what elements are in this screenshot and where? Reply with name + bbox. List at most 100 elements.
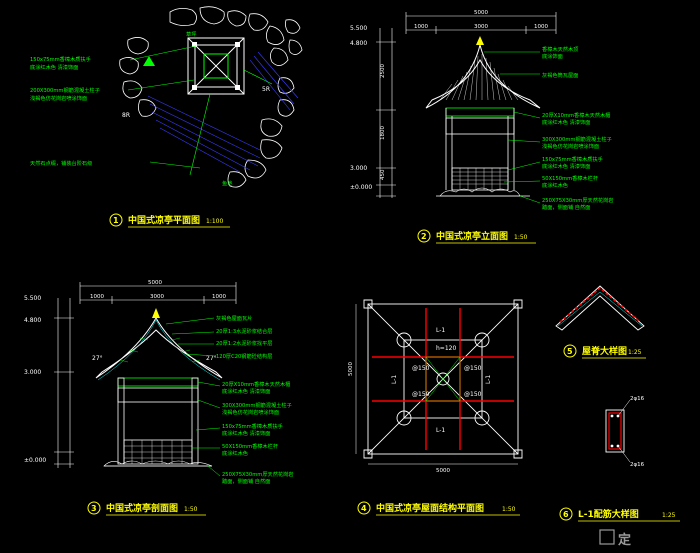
ridge-scale: 1:25	[628, 349, 642, 356]
elev-note-7: 浅褐色仿花岗岩喷涂饰面	[542, 142, 599, 150]
elev-roof	[425, 36, 541, 109]
sect-top-note-3: 20厚1:2水泥砂浆找平层	[216, 339, 272, 347]
roof-dim-vertical: 5000	[348, 362, 354, 376]
plan-number: 1	[113, 216, 119, 225]
rebar-number-circle	[559, 507, 573, 521]
rebar-leader-top	[617, 399, 631, 417]
elev-scale: 1:50	[514, 234, 528, 241]
elev-level-3: 3.000	[350, 165, 367, 172]
elev-number: 2	[421, 232, 427, 241]
elev-dim-1: 1000	[414, 24, 428, 30]
rebar-bottom-label: 2φ16	[630, 462, 645, 468]
elev-note-1: 香樟木天然木顶	[542, 45, 578, 53]
elev-dim-3: 1000	[534, 24, 548, 30]
label-8r: 8R	[122, 112, 130, 119]
sect-note-3: 300X300mm钢筋混凝土柱子	[222, 401, 292, 409]
note-plan-1: 150x75mm香樟木质扶手	[30, 55, 91, 63]
ridge-tile-line	[559, 286, 641, 323]
ridge-number: 5	[567, 347, 573, 356]
rebar-top-label: 2φ16	[630, 396, 645, 402]
plan-number-circle	[109, 213, 123, 227]
elev-dim-total: 5000	[474, 10, 488, 16]
leader-lines	[127, 45, 273, 176]
roof-number-circle	[357, 501, 371, 515]
watermark: 定	[599, 529, 631, 548]
elev-dim-2: 3000	[474, 24, 488, 30]
elev-dim-lines	[376, 12, 557, 198]
elev-note-8: 150x75mm香樟木质扶手	[542, 155, 603, 163]
elev-side-dim-1: 2500	[380, 64, 386, 78]
pavilion-plan	[187, 37, 245, 95]
sect-scale: 1:50	[184, 506, 198, 513]
elev-side-dim-2: 1800	[380, 126, 386, 140]
elev-base-stones	[439, 187, 521, 197]
sect-dim-total: 5000	[148, 280, 162, 286]
sect-base-hatch	[124, 440, 192, 464]
roof-beam-at-3: @150	[412, 391, 430, 398]
note-plan-4: 浅褐色仿花岗岩喷涂饰面	[30, 94, 87, 102]
sect-note-8: 底涂红木色	[222, 449, 248, 457]
water-hatch	[147, 51, 299, 173]
roof-dim-lines	[355, 304, 518, 465]
ridge-inner-line	[557, 291, 643, 327]
sect-number-circle	[87, 501, 101, 515]
roof-beam-at-4: @150	[464, 391, 482, 398]
sect-angle-left: 27°	[92, 355, 103, 362]
sect-note-2: 底涂红木色 清漆饰面	[222, 387, 270, 395]
label-5r: 5R	[262, 86, 270, 93]
sect-note-5: 150x75mm香樟木质扶手	[222, 422, 283, 430]
sect-note-9: 250X75X30mm厚天然花岗岩	[222, 470, 293, 478]
sect-note-10: 踏面，侧面铺 自然面	[222, 477, 270, 485]
sect-level-3: 3.000	[24, 369, 41, 376]
note-plan-3: 200X300mm钢筋混凝土柱子	[30, 86, 100, 94]
sect-dim-1: 1000	[90, 294, 104, 300]
elev-railing	[452, 168, 508, 190]
elev-note-leaders	[484, 51, 541, 204]
sect-number: 3	[91, 504, 97, 513]
elev-note-11: 底涂红木色	[542, 181, 568, 189]
roof-dim-horizontal: 5000	[436, 468, 450, 474]
rebar-stirrup	[608, 412, 622, 450]
sect-level-2: 4.800	[24, 317, 41, 324]
sect-angle-right: 27°	[206, 355, 217, 362]
sect-note-1: 20厚X10mm香樟木天然木楣	[222, 380, 290, 388]
note-plan-2: 底涂红木色 清漆饰面	[30, 63, 78, 71]
roof-scale: 1:50	[502, 506, 516, 513]
elev-note-6: 300X300mm钢筋混凝土柱子	[542, 135, 612, 143]
roof-beam-1: L-1	[436, 327, 445, 334]
rebar-beam-outline	[605, 409, 625, 453]
roof-green-lines	[425, 356, 461, 402]
ridge-title: 屋脊大样图	[582, 345, 627, 357]
roof-beam-2: L-1	[391, 375, 398, 384]
rock-border	[119, 6, 303, 188]
note-plan-5: 天然石点缀，铺装台阶石级	[30, 159, 92, 167]
roof-beam-at-2: @150	[464, 365, 482, 372]
sect-top-note-2: 20厚1:3水泥砂浆结合层	[216, 327, 272, 335]
sect-note-leaders	[165, 317, 221, 477]
view-ridge: 5 屋脊大样图 1:25	[555, 285, 646, 359]
elev-level-1: 5.500	[350, 25, 367, 32]
elev-side-dim-3: 450	[380, 169, 386, 180]
elev-note-4: 20厚X10mm香樟木天然木楣	[542, 111, 610, 119]
plan-scale: 1:100	[206, 218, 223, 225]
view-elevation: 5000 1000 3000 1000 2500 1800 450 5.500 …	[350, 10, 613, 244]
ridge-number-circle	[563, 344, 577, 358]
sect-base-stones	[103, 460, 213, 467]
elev-note-9: 底涂红木色 清漆饰面	[542, 162, 590, 170]
elev-note-5: 底涂红木色 清漆饰面	[542, 118, 590, 126]
sect-note-7: 50X150mm香樟木栏杆	[222, 442, 278, 450]
roof-beam-3: L-1	[485, 375, 492, 384]
roof-beam-at-1: @150	[412, 365, 430, 372]
label-grass: 草坪	[186, 30, 196, 38]
sect-title: 中国式凉亭剖面图	[106, 502, 178, 514]
view-rebar: 2φ16 2φ16 6 L-1配筋大样图 1:25	[559, 396, 680, 522]
elev-level-4: ±0.000	[350, 184, 372, 191]
sect-note-6: 底涂红木色 清漆饰面	[222, 429, 270, 437]
view-section: 5000 1000 3000 1000 5.500 4.800 3.000 ±0…	[24, 280, 293, 516]
roof-number: 4	[361, 504, 367, 513]
roof-beam-4: L-1	[436, 427, 445, 434]
sect-dim-3: 1000	[212, 294, 226, 300]
rebar-leader-bottom	[617, 445, 631, 463]
elev-note-3: 灰褐色筒瓦屋面	[542, 71, 578, 79]
